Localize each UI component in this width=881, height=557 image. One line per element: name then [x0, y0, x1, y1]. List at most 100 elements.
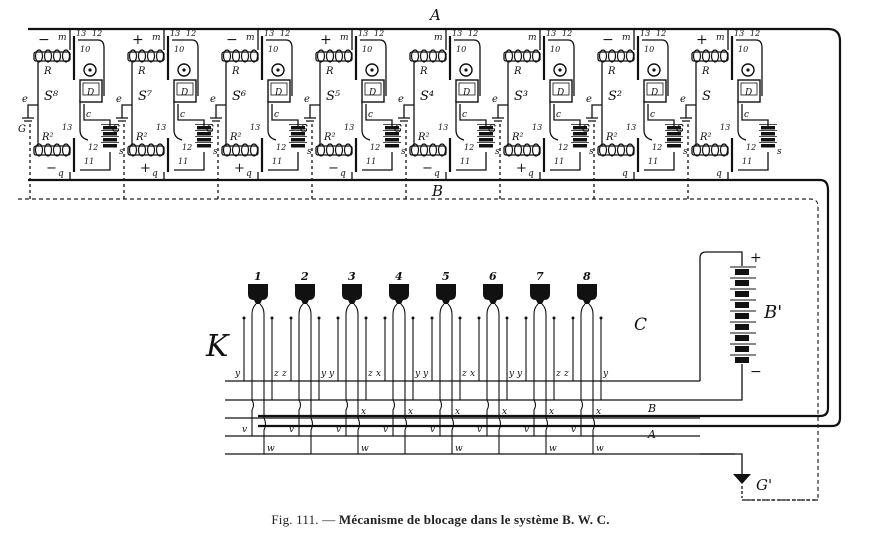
polarity-q-sign: − — [46, 161, 57, 176]
contact-12-top: 12 — [92, 29, 102, 38]
contact-13-top: 13 — [358, 29, 368, 38]
station-name: S³ — [514, 89, 528, 104]
relay-r-label: R — [513, 66, 522, 77]
key-cap[interactable] — [436, 284, 456, 304]
key-number: 3 — [348, 270, 356, 283]
earth-label: G — [206, 124, 214, 135]
wire-c-label: c — [462, 110, 467, 120]
earth-label: G — [676, 124, 684, 135]
tap-m-label: m — [340, 33, 349, 43]
relay-r2-label: R² — [229, 132, 242, 143]
tap-label-right: y — [414, 369, 421, 379]
contact-10: 10 — [644, 45, 654, 54]
key-cap[interactable] — [295, 284, 315, 304]
earth-tap-label: e — [398, 94, 404, 105]
relay-r2-label: R² — [605, 132, 618, 143]
battery-s-label: s — [777, 147, 782, 157]
contact-13-top: 13 — [76, 29, 86, 38]
earth-g-prime-label: G' — [756, 476, 772, 494]
contact-12-bottom: 12 — [88, 143, 98, 152]
polarity-q-sign: + — [140, 161, 151, 176]
earth-tap-label: e — [210, 94, 216, 105]
station-battery — [101, 124, 119, 148]
key[interactable]: 2 z y v — [281, 270, 327, 454]
key-cap[interactable] — [530, 284, 550, 304]
polarity-m-sign: + — [696, 32, 708, 48]
drop-label: D — [274, 88, 282, 98]
tap-label-v: v — [383, 425, 388, 435]
contact-11: 11 — [460, 157, 470, 166]
tap-label-v: v — [336, 425, 341, 435]
contact-13-bottom: 13 — [438, 123, 448, 132]
polarity-m-sign: + — [320, 32, 332, 48]
tap-label-x: x — [502, 407, 507, 417]
station-name: S — [702, 89, 711, 104]
tap-q-label: q — [528, 169, 534, 179]
key-number: 6 — [489, 270, 497, 283]
battery-minus: − — [750, 364, 762, 380]
battery-b-prime-label: B' — [763, 302, 782, 323]
tap-label-x: x — [408, 407, 413, 417]
tap-label-x: x — [361, 407, 366, 417]
drop-indicator — [455, 79, 479, 103]
earth-return-dashed — [18, 198, 819, 501]
earth-label: G — [582, 124, 590, 135]
drop-indicator — [643, 79, 667, 103]
tap-label-right: z — [555, 369, 561, 379]
contact-11: 11 — [84, 157, 94, 166]
tap-label-right: y — [508, 369, 515, 379]
polarity-q-sign: − — [422, 161, 433, 176]
earth-tap-label: e — [586, 94, 592, 105]
battery-s-label: s — [119, 147, 124, 157]
wire-c-label: c — [274, 110, 279, 120]
contact-13-bottom: 13 — [156, 123, 166, 132]
earth-label: G — [488, 124, 496, 135]
key-number: 2 — [300, 270, 309, 283]
line-b — [28, 178, 830, 418]
tap-label-v: v — [524, 425, 529, 435]
tap-label-v: v — [289, 425, 294, 435]
contact-11: 11 — [648, 157, 658, 166]
key-cap[interactable] — [342, 284, 362, 304]
line-a — [28, 27, 842, 428]
drop-indicator — [549, 79, 573, 103]
contact-13-top: 13 — [452, 29, 462, 38]
contact-10: 10 — [268, 45, 278, 54]
contact-13-bottom: 13 — [250, 123, 260, 132]
contact-13-bottom: 13 — [532, 123, 542, 132]
station-battery — [759, 124, 777, 148]
tap-q-label: q — [58, 169, 64, 179]
line-a-label-lower: A — [647, 428, 656, 441]
key-cap[interactable] — [577, 284, 597, 304]
tap-label-left: z — [281, 369, 287, 379]
contact-13-top: 13 — [546, 29, 556, 38]
caption-text: Mécanisme de blocage dans le système B. … — [338, 512, 610, 527]
tap-label-v: v — [477, 425, 482, 435]
tap-q-label: q — [622, 169, 628, 179]
key-cap[interactable] — [248, 284, 268, 304]
key-cap[interactable] — [483, 284, 503, 304]
contact-12-top: 12 — [562, 29, 572, 38]
figure-caption: Fig. 111. — Mécanisme de blocage dans le… — [0, 512, 881, 528]
station-battery — [383, 124, 401, 148]
key-cap[interactable] — [389, 284, 409, 304]
tap-label-w: w — [361, 444, 369, 454]
station-battery — [571, 124, 589, 148]
tap-label-right: y — [320, 369, 327, 379]
drop-label: D — [368, 88, 376, 98]
relay-r2-label: R² — [511, 132, 524, 143]
tap-label-x: x — [596, 407, 601, 417]
battery-s-label: s — [495, 147, 500, 157]
